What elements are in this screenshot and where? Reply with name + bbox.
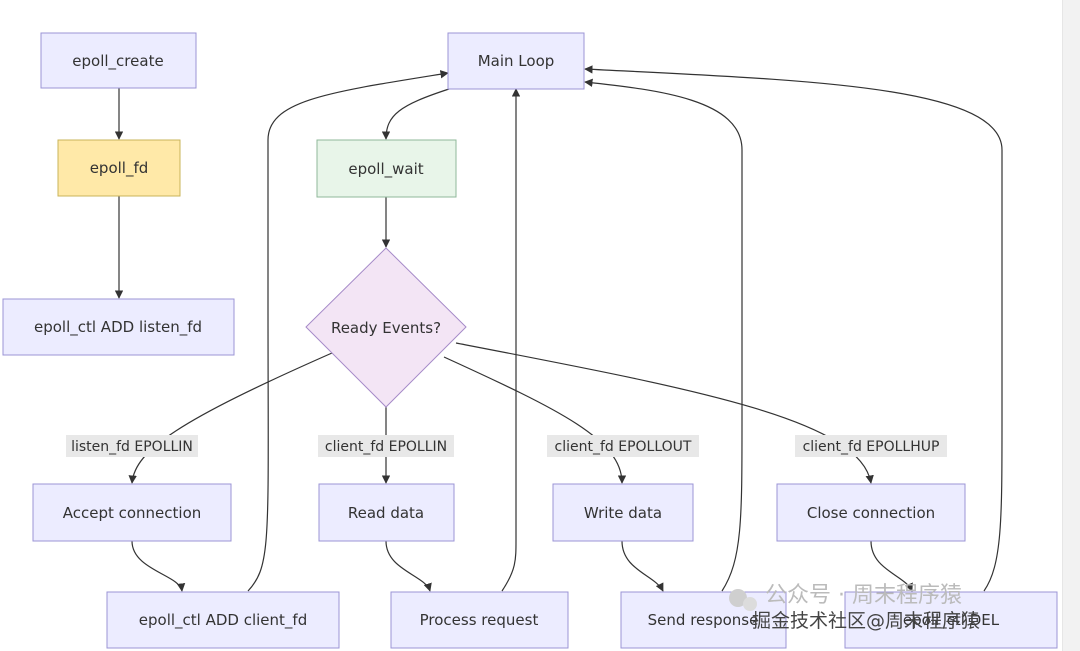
wechat-icon bbox=[729, 589, 757, 611]
node-epoll-fd: epoll_fd bbox=[57, 139, 181, 197]
edge-process-to-loop bbox=[501, 88, 521, 592]
node-label: Write data bbox=[584, 504, 662, 522]
node-label: epoll_ctl ADD listen_fd bbox=[34, 318, 202, 337]
watermark-text: 掘金技术社区@周末程序猿 bbox=[752, 610, 980, 632]
edge-label-bg bbox=[547, 435, 699, 457]
node-label: epoll_ctl ADD client_fd bbox=[139, 611, 307, 630]
watermark-faint-text: 公众号 · 周末程序猿 bbox=[765, 583, 962, 608]
node-epoll-ctl-add-client: epoll_ctl ADD client_fd bbox=[106, 591, 340, 649]
node-write-data: Write data bbox=[552, 483, 694, 542]
node-epoll-ctl-del: epoll_ctl DEL bbox=[844, 591, 1058, 649]
node-epoll-ctl-add-listen: epoll_ctl ADD listen_fd bbox=[2, 298, 235, 356]
edge-label-bg bbox=[318, 435, 454, 457]
page-edge-strip bbox=[1062, 0, 1080, 651]
node-process-request: Process request bbox=[390, 591, 569, 649]
node-send-response: Send response bbox=[620, 591, 787, 649]
edges bbox=[114, 65, 1003, 592]
edge-write-to-send bbox=[621, 540, 664, 592]
node-label: epoll_fd bbox=[90, 159, 149, 178]
node-label: Close connection bbox=[807, 504, 935, 522]
node-close-connection: Close connection bbox=[776, 483, 966, 542]
edge-label-bg bbox=[795, 435, 947, 457]
node-label: epoll_wait bbox=[348, 160, 423, 179]
node-label: Accept connection bbox=[63, 504, 202, 522]
node-label: Ready Events? bbox=[331, 319, 441, 337]
node-ready-events-decision: Ready Events? bbox=[305, 247, 467, 408]
node-epoll-wait: epoll_wait bbox=[316, 139, 457, 198]
edge-label-client-out: client_fd EPOLLOUT bbox=[555, 439, 692, 455]
edge-del-to-loop bbox=[584, 65, 1003, 592]
edge-label-client-in: client_fd EPOLLIN bbox=[325, 439, 447, 455]
edge-label-client-hup: client_fd EPOLLHUP bbox=[803, 439, 940, 455]
edge-close-to-del bbox=[870, 540, 913, 592]
edge-decision-to-close bbox=[455, 342, 874, 484]
edge-send-to-loop bbox=[584, 78, 743, 592]
edge-addclient-to-loop bbox=[247, 70, 449, 592]
node-main-loop: Main Loop bbox=[447, 32, 585, 90]
node-read-data: Read data bbox=[318, 483, 455, 542]
edge-label-bg bbox=[66, 435, 198, 457]
node-label: epoll_create bbox=[72, 52, 163, 71]
watermark: 公众号 · 周末程序猿 掘金技术社区@周末程序猿 bbox=[729, 583, 980, 632]
node-accept-connection: Accept connection bbox=[32, 483, 232, 542]
node-label: Read data bbox=[348, 504, 424, 522]
node-label: Send response bbox=[648, 611, 759, 629]
edge-label-listen-in: listen_fd EPOLLIN bbox=[71, 439, 193, 455]
edge-accept-to-addclient bbox=[131, 540, 186, 592]
edge-decision-to-write bbox=[443, 356, 627, 484]
node-label: epoll_ctl DEL bbox=[903, 611, 1000, 630]
node-label: Process request bbox=[420, 611, 539, 629]
node-epoll-create: epoll_create bbox=[40, 32, 197, 89]
node-label: Main Loop bbox=[478, 52, 555, 70]
edge-read-to-process bbox=[385, 540, 432, 592]
edge-loop-to-wait bbox=[381, 88, 450, 140]
edge-labels: listen_fd EPOLLIN client_fd EPOLLIN clie… bbox=[66, 435, 947, 457]
edge-decision-to-accept bbox=[128, 352, 333, 484]
